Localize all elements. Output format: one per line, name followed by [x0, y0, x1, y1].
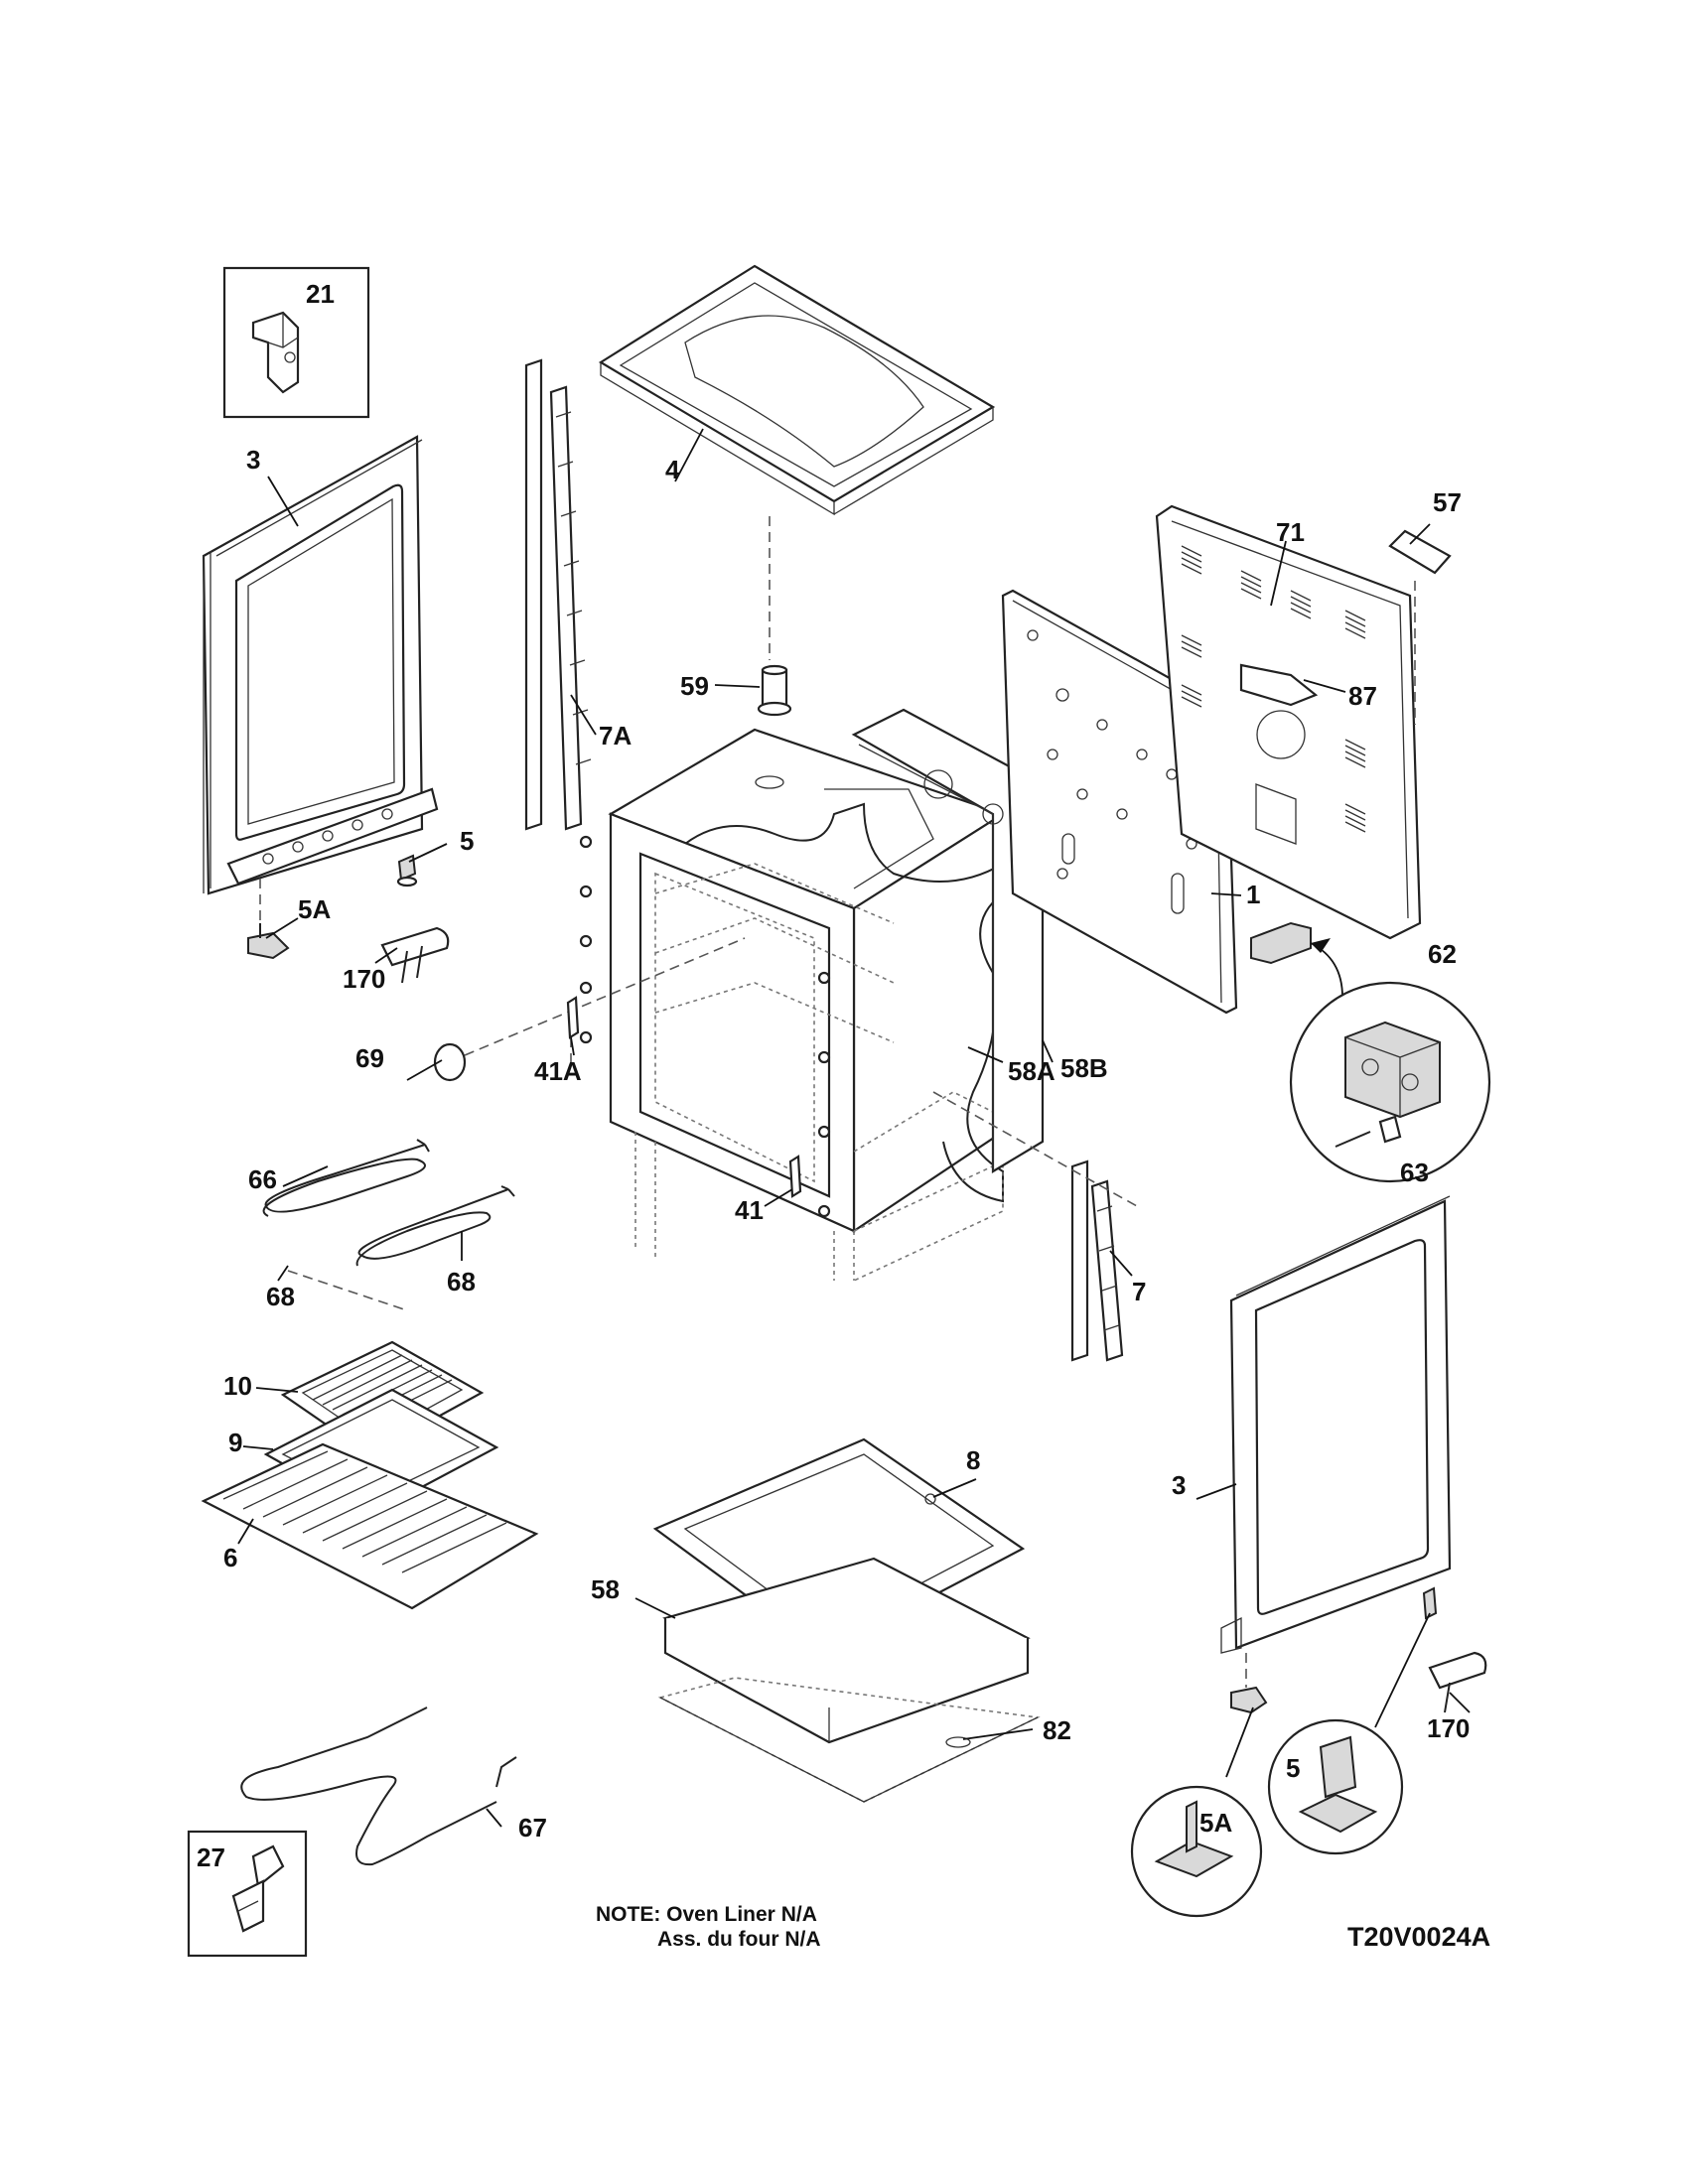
callout-58b: 58B — [1060, 1053, 1108, 1083]
callout-6: 6 — [223, 1543, 237, 1572]
oven-cabinet-body — [579, 728, 1006, 1282]
callout-7a: 7A — [599, 721, 632, 751]
callout-170-left: 170 — [343, 964, 385, 994]
callout-5a-right: 5A — [1199, 1808, 1232, 1838]
diagram-code: T20V0024A — [1347, 1922, 1490, 1952]
callout-3-left: 3 — [246, 445, 260, 475]
leader-lines — [237, 428, 1471, 1828]
callout-27: 27 — [197, 1843, 225, 1872]
part-69-lens — [433, 1042, 467, 1082]
callout-7: 7 — [1132, 1277, 1146, 1306]
callout-68-left: 68 — [266, 1282, 295, 1311]
part-41a-clip — [566, 996, 580, 1039]
callout-57: 57 — [1433, 487, 1462, 517]
part-21-inset — [222, 266, 370, 419]
callout-87: 87 — [1348, 681, 1377, 711]
part-71-rear-panel — [1155, 504, 1422, 940]
callout-63: 63 — [1400, 1158, 1429, 1187]
part-3-left-side-panel — [202, 435, 439, 895]
part-7-rack-support — [1070, 1160, 1124, 1362]
note-line-2: Ass. du four N/A — [657, 1928, 821, 1951]
part-170-bracket-left — [380, 926, 450, 984]
callout-67: 67 — [518, 1813, 547, 1843]
part-7a-rack-support — [524, 358, 592, 831]
part-59-fitting — [757, 664, 792, 717]
part-68-bake-element — [355, 1185, 515, 1267]
part-67-element — [240, 1706, 517, 1866]
part-62-detail-circle — [1289, 981, 1491, 1183]
callout-1: 1 — [1246, 880, 1260, 909]
callout-82: 82 — [1043, 1715, 1071, 1745]
callout-3-right: 3 — [1172, 1470, 1186, 1500]
part-58-insulation-block — [662, 1557, 1031, 1744]
part-170-bracket-right — [1428, 1651, 1487, 1713]
callout-41a: 41A — [534, 1056, 582, 1086]
part-82-bottom-tray — [657, 1677, 1041, 1803]
part-66-broil-element — [262, 1139, 430, 1217]
callout-170-right: 170 — [1427, 1713, 1470, 1743]
callout-4: 4 — [665, 455, 680, 484]
callout-71: 71 — [1276, 517, 1305, 547]
part-5-detail-circle — [1267, 1718, 1404, 1855]
part-3-right-side-panel — [1220, 1195, 1452, 1654]
note-line-1: NOTE: Oven Liner N/A — [596, 1903, 817, 1926]
callout-62: 62 — [1428, 939, 1457, 969]
terminal-block — [1250, 921, 1312, 965]
callout-69: 69 — [355, 1043, 384, 1073]
callout-5a-left: 5A — [298, 894, 331, 924]
callout-21: 21 — [306, 279, 335, 309]
part-5-leveler-right — [1422, 1586, 1438, 1620]
callout-labels: 21 3 4 57 71 87 59 7A 5 5A 170 1 62 63 6… — [197, 279, 1470, 1872]
callout-66: 66 — [248, 1164, 277, 1194]
part-57-label — [1388, 529, 1452, 575]
part-5a-detail-circle — [1130, 1785, 1263, 1918]
callout-58: 58 — [591, 1574, 620, 1604]
part-41-clip — [788, 1155, 802, 1198]
callout-58a: 58A — [1008, 1056, 1055, 1086]
callout-41: 41 — [735, 1195, 764, 1225]
part-5a-leg-left — [247, 923, 290, 960]
callout-59: 59 — [680, 671, 709, 701]
part-5a-leg-right — [1230, 1686, 1268, 1714]
callout-10: 10 — [223, 1371, 252, 1401]
callout-68-right: 68 — [447, 1267, 476, 1297]
callout-5-right: 5 — [1286, 1753, 1300, 1783]
callout-8: 8 — [966, 1445, 980, 1475]
part-6-oven-rack — [201, 1442, 539, 1610]
callout-9: 9 — [228, 1428, 242, 1457]
part-4-top-panel — [598, 264, 996, 516]
part-27-inset — [187, 1830, 308, 1958]
callout-5-left: 5 — [460, 826, 474, 856]
